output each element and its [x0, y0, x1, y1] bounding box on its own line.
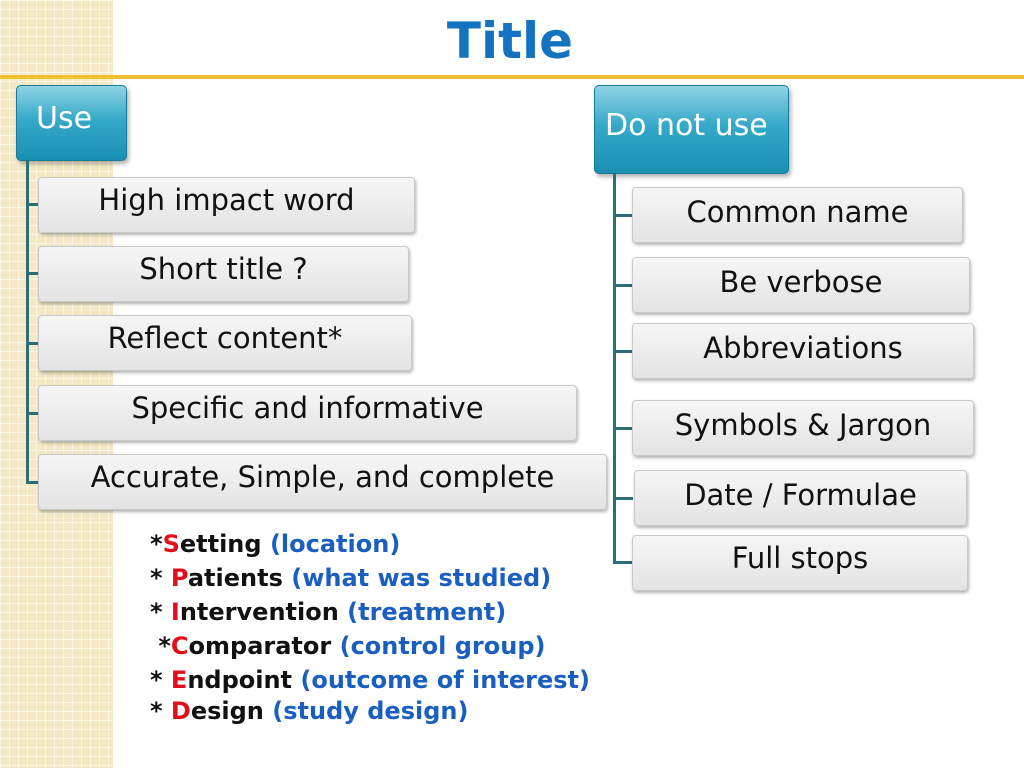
term-description: (control group) — [339, 632, 546, 660]
use-item-label: Accurate, Simple, and complete — [90, 460, 555, 494]
use-item-reflect-content: Reflect content* — [38, 315, 412, 371]
use-item-label: Short title ? — [139, 252, 308, 286]
do-not-use-item-label: Common name — [686, 195, 909, 229]
use-item-specific-and-informative: Specific and informative — [38, 385, 577, 441]
use-item-high-impact-word: High impact word — [38, 177, 415, 233]
do-not-use-item-common-name: Common name — [632, 187, 963, 243]
term-description: (study design) — [272, 697, 469, 725]
term-rest: atients — [187, 564, 283, 592]
highlight-letter: S — [162, 530, 180, 558]
use-item-label: Reflect content* — [107, 321, 343, 355]
highlight-letter: I — [170, 598, 180, 626]
setting-mnemonic-list: *Setting (location) * Patients (what was… — [150, 527, 590, 728]
asterisk: * — [150, 530, 163, 558]
use-connector-branch — [26, 412, 40, 415]
term-description: (location) — [269, 530, 401, 558]
use-connector-branch — [26, 272, 40, 275]
asterisk: * — [150, 666, 171, 694]
highlight-letter: D — [170, 697, 191, 725]
use-header: Use — [16, 85, 127, 161]
slide-title: Title — [446, 12, 574, 70]
do-not-use-connector-branch — [613, 214, 633, 217]
use-connector-branch — [26, 342, 40, 345]
asterisk: * — [150, 697, 171, 725]
term-rest: esign — [190, 697, 264, 725]
do-not-use-connector-branch — [613, 350, 633, 353]
mnemonic-line-setting: *Setting (location) — [150, 527, 590, 561]
do-not-use-item-label: Symbols & Jargon — [674, 408, 932, 442]
do-not-use-item-be-verbose: Be verbose — [632, 257, 970, 313]
do-not-use-item-label: Full stops — [731, 541, 869, 575]
do-not-use-connector-branch — [613, 427, 633, 430]
do-not-use-item-label: Be verbose — [719, 265, 883, 299]
use-item-label: High impact word — [98, 183, 355, 217]
use-item-label: Specific and informative — [131, 391, 484, 425]
asterisk: * — [150, 564, 171, 592]
mnemonic-line-endpoint: * Endpoint (outcome of interest) — [150, 663, 590, 697]
term-rest: omparator — [188, 632, 332, 660]
use-connector-branch — [26, 203, 40, 206]
term-rest: etting — [179, 530, 262, 558]
mnemonic-line-intervention: * Intervention (treatment) — [150, 595, 590, 629]
highlight-letter: C — [170, 632, 189, 660]
do-not-use-item-date-formulae: Date / Formulae — [634, 470, 967, 526]
use-connector-branch — [26, 481, 40, 484]
highlight-letter: P — [170, 564, 188, 592]
mnemonic-line-comparator: *Comparator (control group) — [150, 629, 590, 663]
title-divider — [0, 75, 1024, 79]
highlight-letter: E — [170, 666, 188, 694]
do-not-use-item-label: Abbreviations — [703, 331, 903, 365]
mnemonic-line-design: * Design (study design) — [150, 694, 590, 728]
asterisk: * — [150, 598, 171, 626]
do-not-use-connector-branch — [613, 284, 633, 287]
term-description: (treatment) — [347, 598, 507, 626]
do-not-use-connector-branch — [613, 497, 633, 500]
term-rest: ntervention — [179, 598, 339, 626]
do-not-use-item-abbreviations: Abbreviations — [632, 323, 974, 379]
do-not-use-header-label: Do not use — [605, 108, 768, 143]
do-not-use-header: Do not use — [594, 85, 789, 174]
mnemonic-line-patients: * Patients (what was studied) — [150, 561, 590, 595]
do-not-use-item-label: Date / Formulae — [684, 478, 917, 512]
do-not-use-connector-branch — [613, 561, 633, 564]
use-item-short-title: Short title ? — [38, 246, 409, 302]
do-not-use-item-full-stops: Full stops — [632, 535, 968, 591]
use-item-accurate-simple-complete: Accurate, Simple, and complete — [38, 454, 607, 510]
asterisk: * — [150, 632, 171, 660]
term-description: (outcome of interest) — [300, 666, 590, 694]
do-not-use-item-symbols-jargon: Symbols & Jargon — [632, 400, 974, 456]
term-description: (what was studied) — [291, 564, 552, 592]
term-rest: ndpoint — [187, 666, 293, 694]
use-connector-trunk — [26, 160, 29, 482]
do-not-use-connector-trunk — [613, 173, 616, 564]
use-header-label: Use — [36, 101, 93, 136]
